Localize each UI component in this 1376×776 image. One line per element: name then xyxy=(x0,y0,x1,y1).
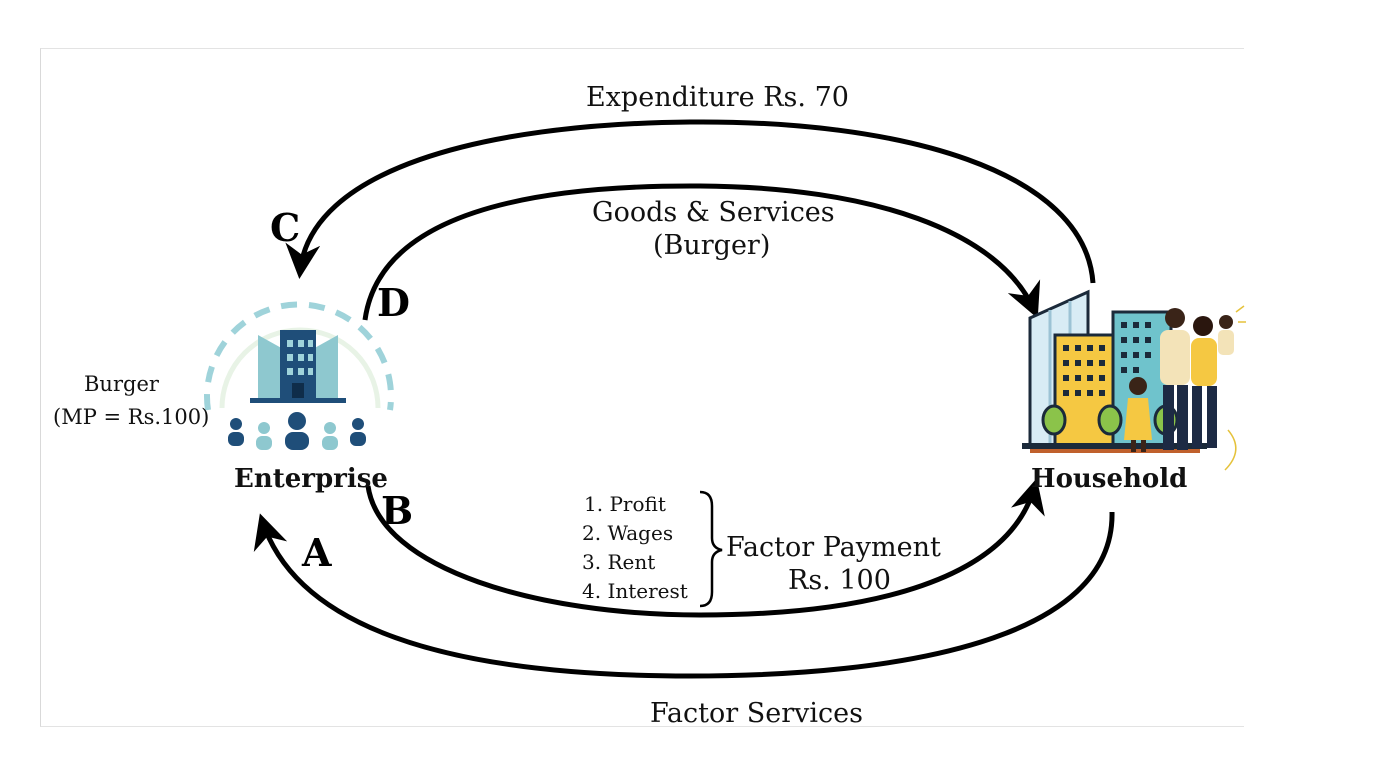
factor-payment-item: 2. Wages xyxy=(582,521,674,545)
goods-services-arrow xyxy=(362,183,1041,321)
expenditure-arrow xyxy=(285,119,1096,284)
letter-d: D xyxy=(377,280,410,325)
enterprise-building-people-icon xyxy=(204,301,394,450)
factor-payment-item: 1. Profit xyxy=(584,492,666,516)
enterprise-note-mp: (MP = Rs.100) xyxy=(53,405,210,429)
factor-payment-brace xyxy=(699,490,723,608)
factor-payment-arrow xyxy=(365,478,1045,618)
goods-services-sublabel: (Burger) xyxy=(653,230,771,261)
goods-services-label: Goods & Services xyxy=(592,197,835,228)
factor-payment-amount: Rs. 100 xyxy=(788,565,891,596)
letter-a: A xyxy=(302,530,332,575)
household-label: Household xyxy=(1031,464,1188,494)
factor-services-arrow xyxy=(253,511,1115,679)
factor-services-label: Factor Services xyxy=(650,698,863,729)
factor-payment-label: Factor Payment xyxy=(726,532,941,563)
slide-frame xyxy=(40,48,1244,727)
letter-c: C xyxy=(270,205,301,250)
letter-b: B xyxy=(381,488,414,533)
expenditure-label: Expenditure Rs. 70 xyxy=(586,82,849,113)
enterprise-label: Enterprise xyxy=(234,464,388,494)
factor-payment-item: 3. Rent xyxy=(582,550,656,574)
family-city-icon xyxy=(1022,289,1246,471)
enterprise-note: Burger xyxy=(84,372,159,396)
factor-payment-item: 4. Interest xyxy=(582,579,688,603)
